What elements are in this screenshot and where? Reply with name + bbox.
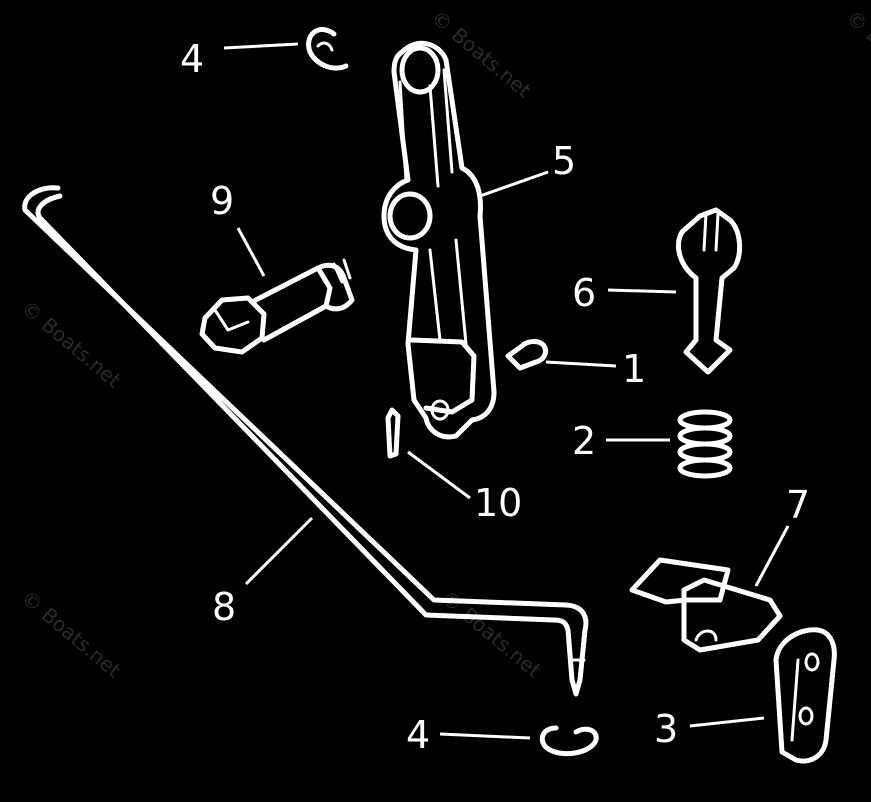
leader-7 xyxy=(754,525,790,587)
callout-1: 1 xyxy=(622,347,646,391)
callout-5: 5 xyxy=(552,139,576,183)
watermark-text: © Boats.net xyxy=(17,585,126,682)
leader-3 xyxy=(689,716,765,728)
watermark-text: © Boats.net xyxy=(17,295,126,392)
callout-3: 3 xyxy=(654,707,678,751)
e-clip-part-4-bottom xyxy=(539,725,599,757)
callout-8: 8 xyxy=(212,585,236,629)
leader-lines xyxy=(223,42,790,740)
plunger-part-6 xyxy=(676,207,742,375)
pin-part-1 xyxy=(505,339,549,371)
leader-9 xyxy=(236,227,266,277)
leader-5 xyxy=(479,170,549,198)
callout-4-bottom: 4 xyxy=(406,713,430,757)
leader-8 xyxy=(244,516,314,586)
watermark-text: © Boats.net xyxy=(842,5,871,102)
watermarks: © Boats.net © Boats.net © Boats.net © Bo… xyxy=(17,5,871,682)
callout-2: 2 xyxy=(572,419,596,463)
leader-6 xyxy=(607,288,677,294)
bolt-part-9 xyxy=(199,258,355,355)
leader-4-bottom xyxy=(439,732,531,740)
leader-10 xyxy=(407,450,471,500)
spring-part-2 xyxy=(677,409,733,479)
shift-lever-part-5 xyxy=(381,40,497,440)
bracket-part-7 xyxy=(629,557,783,653)
callout-labels: 4 5 9 6 1 2 10 7 8 3 4 xyxy=(180,37,810,757)
callout-7: 7 xyxy=(786,483,810,527)
block-part-3 xyxy=(773,627,837,764)
callout-4-top: 4 xyxy=(180,37,204,81)
cotter-pin-part-10 xyxy=(385,407,401,459)
leader-1 xyxy=(545,360,617,368)
leader-4-top xyxy=(223,42,299,50)
e-clip-part-4-top xyxy=(306,27,349,71)
callout-9: 9 xyxy=(210,179,234,223)
callout-6: 6 xyxy=(572,271,596,315)
callout-10: 10 xyxy=(474,481,522,525)
shift-rod-part-8 xyxy=(22,185,589,697)
